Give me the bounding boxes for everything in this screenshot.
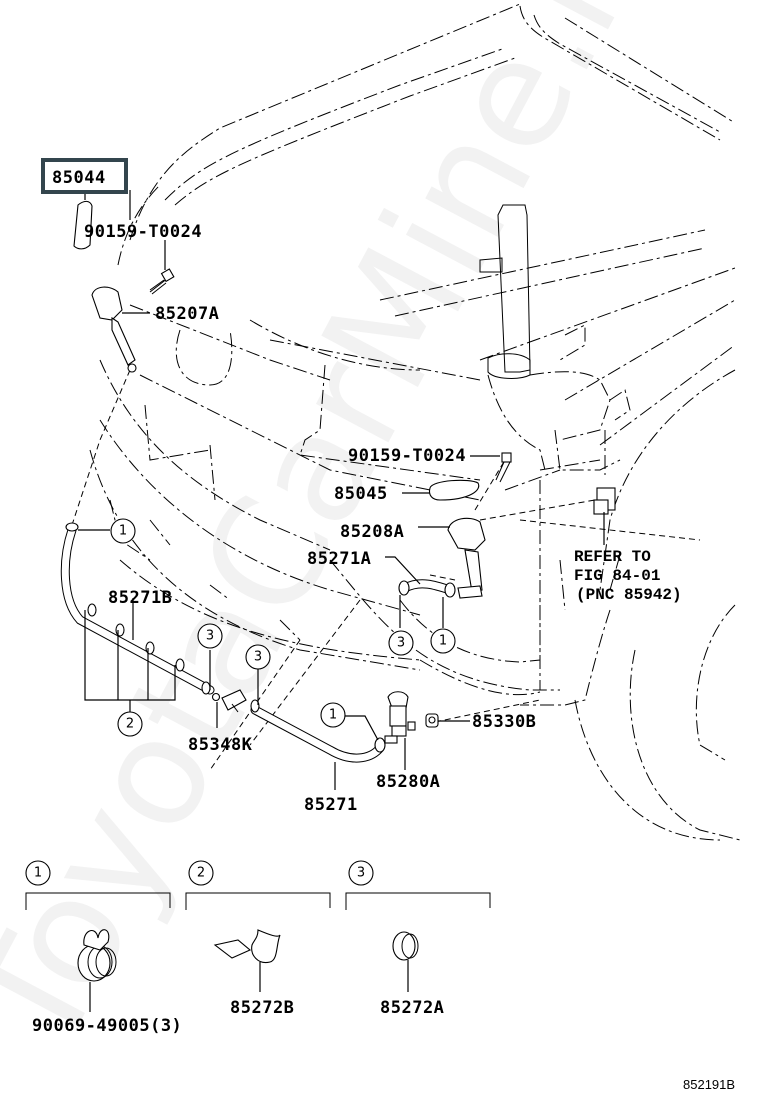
part-85207A-nozzle[interactable] bbox=[91, 286, 137, 373]
legend-part-85272A: 85272A bbox=[380, 998, 444, 1018]
callout-2-a[interactable]: 2 bbox=[117, 711, 143, 737]
label-85271A[interactable]: 85271A bbox=[307, 549, 371, 569]
svg-text:2: 2 bbox=[197, 866, 205, 881]
callout-1-b[interactable]: 1 bbox=[320, 702, 346, 728]
legend-item-1[interactable]: 1 90069-49005(3) bbox=[25, 860, 182, 1036]
part-85208A-nozzle[interactable] bbox=[447, 517, 486, 599]
part-bolt-90159-top[interactable] bbox=[149, 268, 175, 295]
hose-85271A[interactable] bbox=[400, 579, 455, 595]
label-85271[interactable]: 85271 bbox=[304, 795, 358, 815]
part-bolt-90159-mid[interactable] bbox=[495, 452, 512, 483]
legend-item-2[interactable]: 2 85272B bbox=[185, 860, 331, 1018]
part-85044-cap[interactable] bbox=[73, 200, 93, 250]
hose-85271[interactable] bbox=[250, 705, 385, 763]
label-85280A[interactable]: 85280A bbox=[376, 772, 440, 792]
svg-text:1: 1 bbox=[34, 866, 42, 881]
legend-part-90069-49005: 90069-49005(3) bbox=[32, 1016, 182, 1036]
label-90159-T0024-mid[interactable]: 90159-T0024 bbox=[348, 446, 466, 466]
reference-line-2: FIG 84-01 bbox=[574, 567, 660, 585]
figure-number: 852191B bbox=[683, 1077, 735, 1092]
legend: 1 90069-49005(3) 2 85272B bbox=[25, 860, 491, 1036]
reference-note[interactable]: REFER TO FIG 84-01 (PNC 85942) bbox=[574, 548, 682, 604]
part-connector-85942[interactable] bbox=[593, 487, 616, 515]
hose-clamp-icon bbox=[213, 929, 281, 964]
callout-1-c[interactable]: 1 bbox=[430, 628, 456, 654]
highlight-box bbox=[41, 158, 128, 194]
svg-text:3: 3 bbox=[397, 636, 405, 651]
label-85207A[interactable]: 85207A bbox=[155, 304, 219, 324]
svg-text:3: 3 bbox=[254, 650, 262, 665]
label-85348K[interactable]: 85348K bbox=[188, 735, 253, 755]
svg-text:1: 1 bbox=[329, 708, 337, 723]
svg-text:3: 3 bbox=[357, 866, 365, 881]
vehicle-outline bbox=[89, 3, 741, 841]
part-85348K-joint[interactable] bbox=[211, 689, 247, 713]
part-85280A-pump-motor[interactable] bbox=[384, 691, 416, 744]
svg-text:3: 3 bbox=[206, 629, 214, 644]
callout-1-a[interactable]: 1 bbox=[110, 518, 136, 544]
label-90159-T0024-top[interactable]: 90159-T0024 bbox=[84, 222, 202, 242]
svg-text:1: 1 bbox=[439, 634, 447, 649]
svg-text:2: 2 bbox=[126, 717, 134, 732]
reference-line-3: (PNC 85942) bbox=[576, 586, 682, 604]
leader-lines bbox=[78, 190, 605, 790]
callout-3-b[interactable]: 3 bbox=[245, 644, 271, 670]
part-85045-cover[interactable] bbox=[428, 479, 480, 501]
legend-part-85272B: 85272B bbox=[230, 998, 294, 1018]
part-85330B-grommet[interactable] bbox=[425, 713, 439, 728]
label-85208A[interactable]: 85208A bbox=[340, 522, 404, 542]
label-85330B[interactable]: 85330B bbox=[472, 712, 536, 732]
label-85271B[interactable]: 85271B bbox=[108, 588, 172, 608]
callout-3-c[interactable]: 3 bbox=[388, 630, 414, 656]
reference-line-1: REFER TO bbox=[574, 548, 651, 566]
hose-clip-icon bbox=[77, 929, 117, 982]
label-85044[interactable]: 85044 bbox=[52, 168, 106, 188]
callout-3-a[interactable]: 3 bbox=[197, 623, 223, 649]
hose-clamp-ring-icon bbox=[392, 931, 419, 961]
hose-85271B[interactable] bbox=[60, 525, 215, 695]
svg-text:1: 1 bbox=[119, 524, 127, 539]
label-85045[interactable]: 85045 bbox=[334, 484, 388, 504]
legend-item-3[interactable]: 3 85272A bbox=[345, 860, 491, 1018]
